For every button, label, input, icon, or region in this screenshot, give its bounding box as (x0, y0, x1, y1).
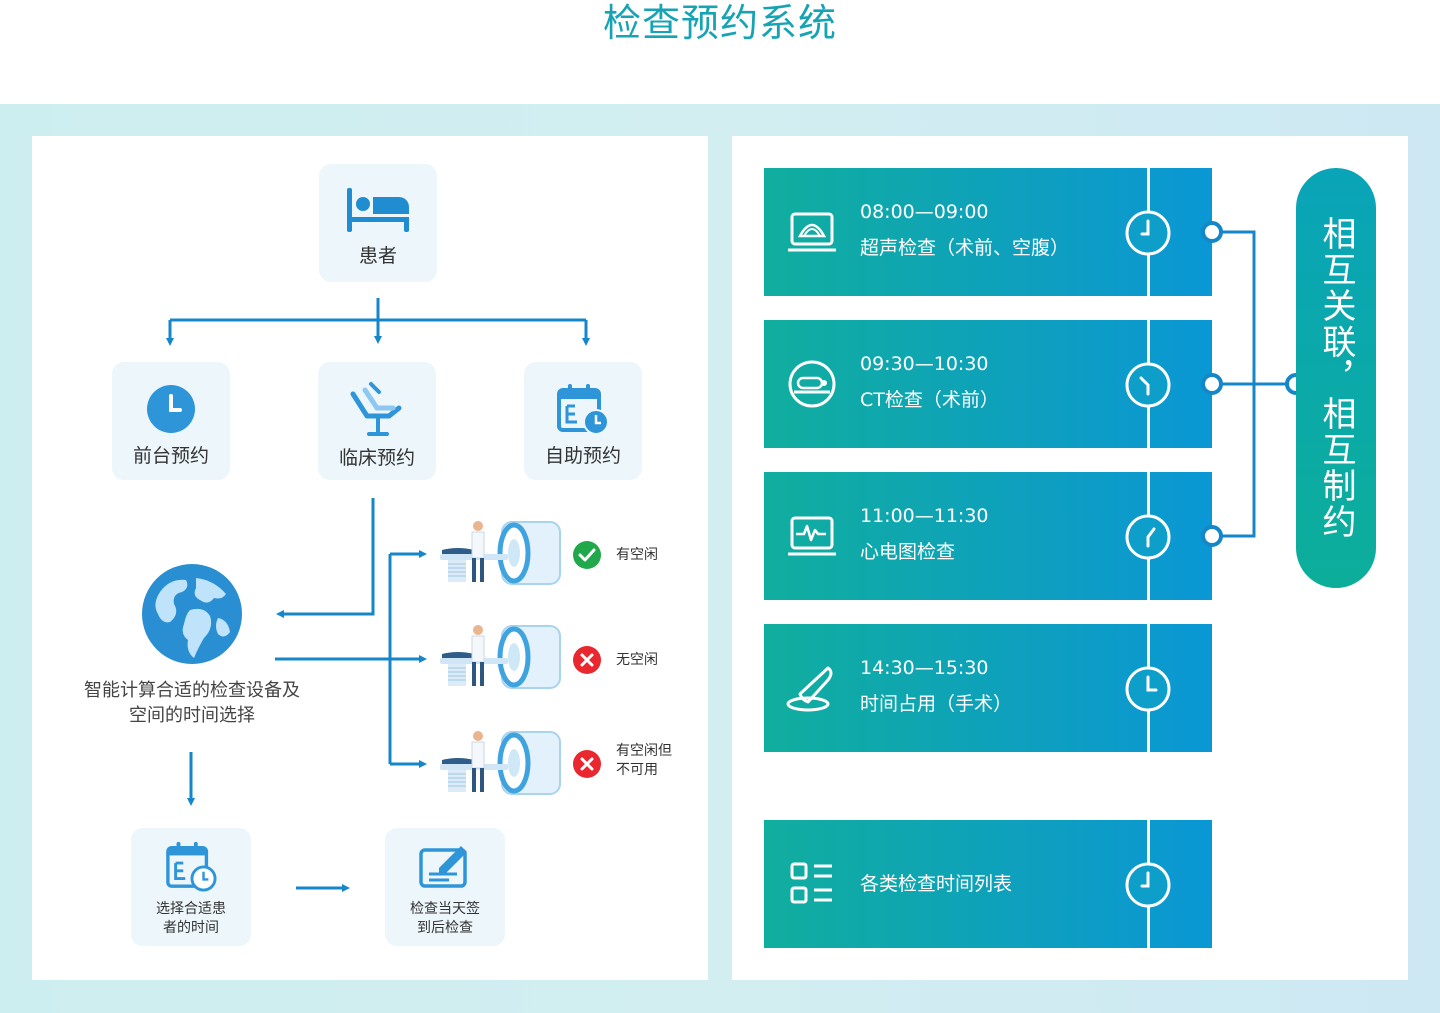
front-desk-label: 前台预约 (132, 445, 209, 467)
status-busy: 无空闲 (616, 652, 658, 668)
clock-icon (1125, 862, 1171, 908)
sign-in-icon (419, 846, 467, 888)
list-icon (790, 862, 832, 904)
ct-icon (788, 360, 836, 408)
relation-pill: 相互关联，相互制约 (1296, 168, 1376, 588)
bed-icon (347, 188, 409, 232)
calendar-clock-icon (166, 841, 217, 892)
clinical-label: 临床预约 (338, 447, 415, 469)
slot-name: 心电图检查 (860, 541, 956, 563)
calendar-clock-icon (557, 384, 609, 435)
select-time-label: 选择合适患者的时间 (156, 901, 226, 936)
ultrasound-icon (788, 212, 836, 252)
cross-icon (573, 750, 601, 778)
slot-name: CT检查（术前） (860, 389, 999, 411)
smart-calc-caption: 智能计算合适的检查设备及空间的时间选择 (84, 680, 300, 726)
slot-time: 11:00—11:30 (860, 505, 989, 527)
globe-icon (142, 564, 242, 664)
schedule-slot-ecg[interactable]: 11:00—11:30 心电图检查 (764, 472, 1212, 600)
self-service-label: 自助预约 (544, 445, 621, 467)
dental-chair-icon (350, 382, 402, 436)
ecg-icon (788, 516, 836, 556)
slot-time: 08:00—09:00 (860, 201, 989, 223)
cross-icon (573, 646, 601, 674)
mri-machine-available (432, 518, 564, 590)
scalpel-icon (786, 666, 833, 712)
front-desk-node: 前台预约 (112, 362, 230, 480)
clock-icon (147, 385, 195, 433)
patient-label: 患者 (358, 245, 397, 267)
schedule-slot-ultrasound[interactable]: 08:00—09:00 超声检查（术前、空腹） (764, 168, 1212, 296)
slot-time: 14:30—15:30 (860, 657, 989, 679)
mri-machine-busy (432, 622, 564, 694)
schedule-slot-ct[interactable]: 09:30—10:30 CT检查（术前） (764, 320, 1212, 448)
list-item-name: 各类检查时间列表 (860, 873, 1013, 895)
status-available: 有空闲 (616, 547, 658, 563)
slot-name: 时间占用（手术） (860, 693, 1013, 715)
page-title: 检查预约系统 (602, 1, 837, 45)
schedule-list-item[interactable]: 各类检查时间列表 (764, 820, 1212, 948)
clinical-node: 临床预约 (318, 362, 436, 480)
select-time-node: 选择合适患者的时间 (131, 828, 251, 946)
relation-text: 相互关联，相互制约 (1316, 216, 1356, 540)
checkin-node: 检查当天签到后检查 (385, 828, 505, 946)
self-service-node: 自助预约 (524, 362, 642, 480)
patient-node: 患者 (319, 164, 437, 282)
check-icon (573, 541, 601, 569)
mri-machine-unusable (432, 728, 564, 800)
clock-icon (1125, 666, 1171, 712)
slot-time: 09:30—10:30 (860, 353, 989, 375)
schedule-slot-surgery[interactable]: 14:30—15:30 时间占用（手术） (764, 624, 1212, 752)
checkin-label: 检查当天签到后检查 (410, 901, 480, 936)
clock-icon (1125, 210, 1171, 256)
slot-name: 超声检查（术前、空腹） (860, 237, 1070, 259)
status-unusable: 有空闲但不可用 (616, 743, 672, 778)
clock-icon (1125, 362, 1171, 408)
clock-icon (1125, 514, 1171, 560)
